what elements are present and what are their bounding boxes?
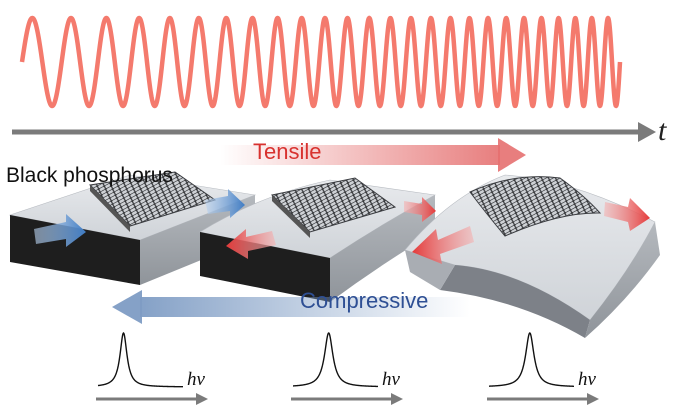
black-phosphorus-lattice-icon bbox=[88, 171, 217, 232]
photon-energy-label-3: hv bbox=[578, 369, 596, 390]
black-phosphorus-lattice-2 bbox=[270, 177, 397, 238]
spectrum-curve-2 bbox=[292, 332, 379, 388]
compressive-arrow-icon bbox=[112, 290, 470, 324]
spectrum-curve-3 bbox=[488, 332, 575, 387]
photon-energy-label-2: hv bbox=[382, 369, 400, 390]
energy-axis-arrowhead-3 bbox=[587, 393, 599, 405]
photon-energy-label-1: hv bbox=[187, 369, 205, 390]
spectra-group bbox=[96, 331, 599, 405]
black-phosphorus-lattice-3 bbox=[469, 176, 602, 237]
strain-arrow-icon bbox=[34, 189, 245, 247]
time-axis-label: t bbox=[658, 114, 667, 147]
compressive-label: Compressive bbox=[300, 288, 429, 313]
strain-arrow-slab-2 bbox=[226, 197, 436, 259]
energy-axis-arrowhead-1 bbox=[196, 393, 208, 405]
material-label: Black phosphorus bbox=[6, 164, 173, 187]
strain-wave bbox=[19, 15, 623, 109]
energy-axis-arrowhead-2 bbox=[391, 393, 403, 405]
spectrum-curve-1 bbox=[97, 331, 184, 388]
time-axis bbox=[12, 122, 656, 142]
tensile-label: Tensile bbox=[253, 139, 322, 164]
strain-arrow-slab-3 bbox=[412, 198, 650, 264]
tensile-arrow-icon bbox=[220, 138, 526, 172]
